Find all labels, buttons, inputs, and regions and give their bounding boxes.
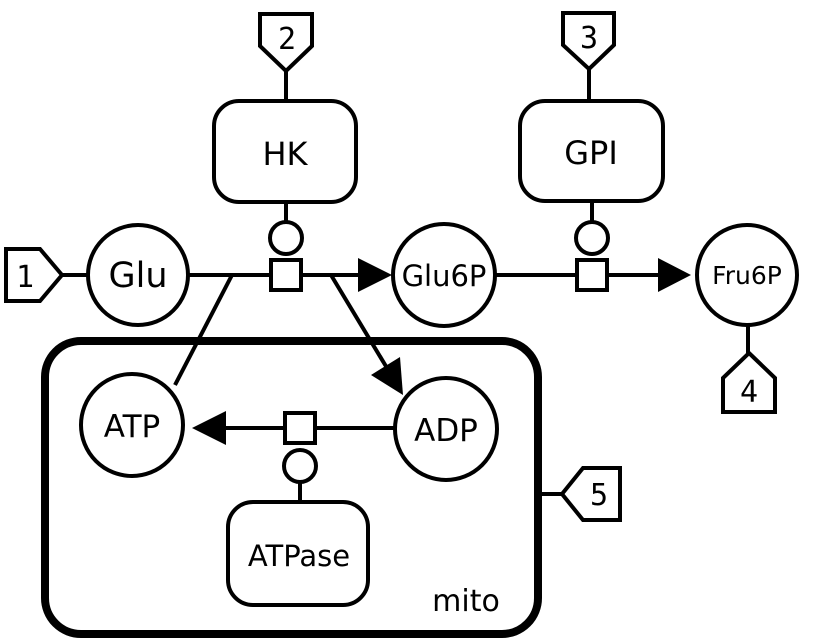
enzyme-hk-box [212, 99, 358, 204]
tag-4-label: 4 [740, 375, 758, 410]
arrowhead-adp [371, 357, 403, 395]
species-glu6p: Glu6P [391, 222, 497, 328]
reaction-arcs [62, 69, 750, 502]
species-glu-label: Glu [108, 256, 167, 296]
tag-1: 1 [4, 247, 65, 303]
tag-2: 2 [258, 12, 314, 74]
catalysis-circle-gpi [574, 220, 610, 256]
species-fru6p-circle [695, 223, 799, 327]
species-atp-label: ATP [104, 409, 160, 445]
arrowhead-glu6p [358, 258, 392, 292]
enzyme-hk: HK [212, 99, 358, 204]
compartment-mito-label: mito [432, 584, 500, 619]
catalysis-circle-hk [268, 220, 304, 256]
species-glu-circle [86, 223, 190, 327]
enzyme-gpi-box [518, 99, 665, 203]
species-adp-circle [393, 376, 499, 482]
species-adp: ADP [393, 376, 499, 482]
species-fru6p-label: Fru6P [712, 261, 782, 290]
tag-3-shape [561, 11, 616, 72]
compartment-mito: mito [41, 337, 542, 638]
enzyme-gpi: GPI [518, 99, 665, 203]
tag-5-label: 5 [590, 478, 608, 513]
arc-process1-adp [329, 273, 389, 370]
tag-2-shape [258, 12, 314, 74]
enzyme-hk-label: HK [262, 135, 308, 173]
enzyme-gpi-label: GPI [564, 134, 618, 172]
arc-atp-process1 [173, 274, 234, 386]
tag-5: 5 [559, 466, 622, 522]
arrowhead-atp [192, 411, 226, 445]
species-glu6p-circle [391, 222, 497, 328]
tag-2-label: 2 [278, 22, 296, 57]
arrowhead-fru6p [658, 258, 691, 292]
tag-4-shape [721, 350, 777, 414]
enzyme-atpase: ATPase [226, 500, 370, 607]
tag-5-shape [559, 466, 622, 522]
species-fru6p: Fru6P [695, 223, 799, 327]
process-node-hk [269, 258, 303, 292]
species-atp: ATP [79, 372, 185, 478]
enzyme-atpase-box [226, 500, 370, 607]
process-node-atpase [283, 411, 317, 445]
species-adp-label: ADP [414, 413, 478, 449]
tag-3-label: 3 [580, 21, 598, 56]
enzyme-atpase-label: ATPase [248, 539, 350, 573]
tag-4: 4 [721, 350, 777, 414]
compartment-mito-border [41, 337, 542, 638]
species-glu6p-label: Glu6P [402, 259, 487, 293]
species-glu: Glu [86, 223, 190, 327]
tag-1-label: 1 [16, 260, 34, 295]
process-node-gpi [575, 258, 609, 292]
catalysis-circle-atpase [282, 448, 318, 484]
tag-3: 3 [561, 11, 616, 72]
tag-1-shape [4, 247, 65, 303]
species-atp-circle [79, 372, 185, 478]
